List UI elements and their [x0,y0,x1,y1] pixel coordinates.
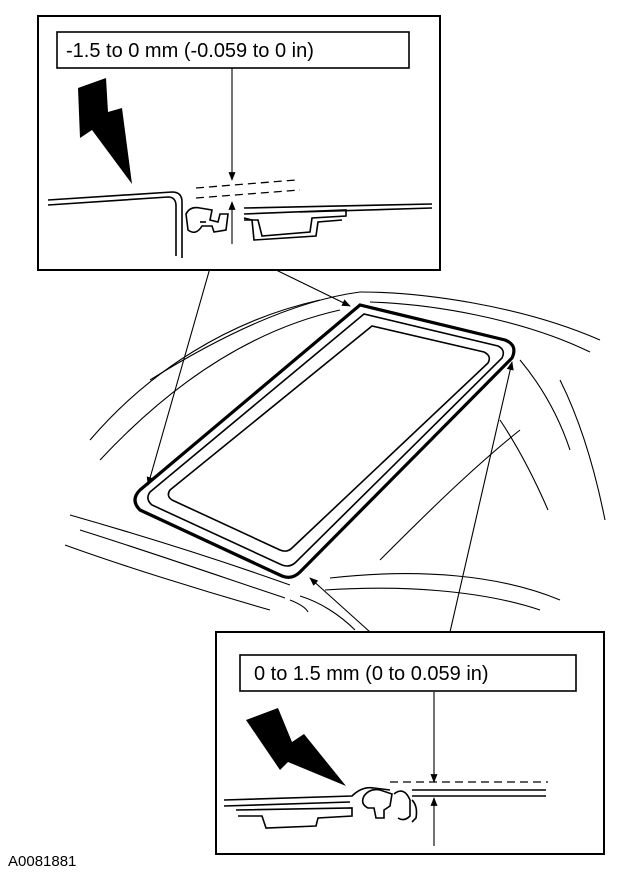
top-measurement-label-box [56,31,410,69]
figure-code: A0081881 [8,853,76,870]
leader-arrow-front-corner [271,267,351,307]
leader-arrow-left-corner [146,267,211,486]
leader-arrows [146,267,514,633]
bottom-measurement-label: 0 to 1.5 mm (0 to 0.059 in) [254,663,489,685]
bottom-direction-arrow-icon [246,708,346,786]
roof-illustration [64,291,606,631]
bottom-measurement-label-box [239,654,577,692]
bottom-detail-callout: 0 to 1.5 mm (0 to 0.059 in) [215,631,605,855]
leader-arrow-right-corner [449,361,514,633]
top-direction-arrow-icon [78,78,132,184]
top-measurement-label: -1.5 to 0 mm (-0.059 to 0 in) [66,40,314,62]
top-detail-callout: -1.5 to 0 mm (-0.059 to 0 in) [37,15,441,271]
leader-arrow-rear-corner [309,577,371,633]
